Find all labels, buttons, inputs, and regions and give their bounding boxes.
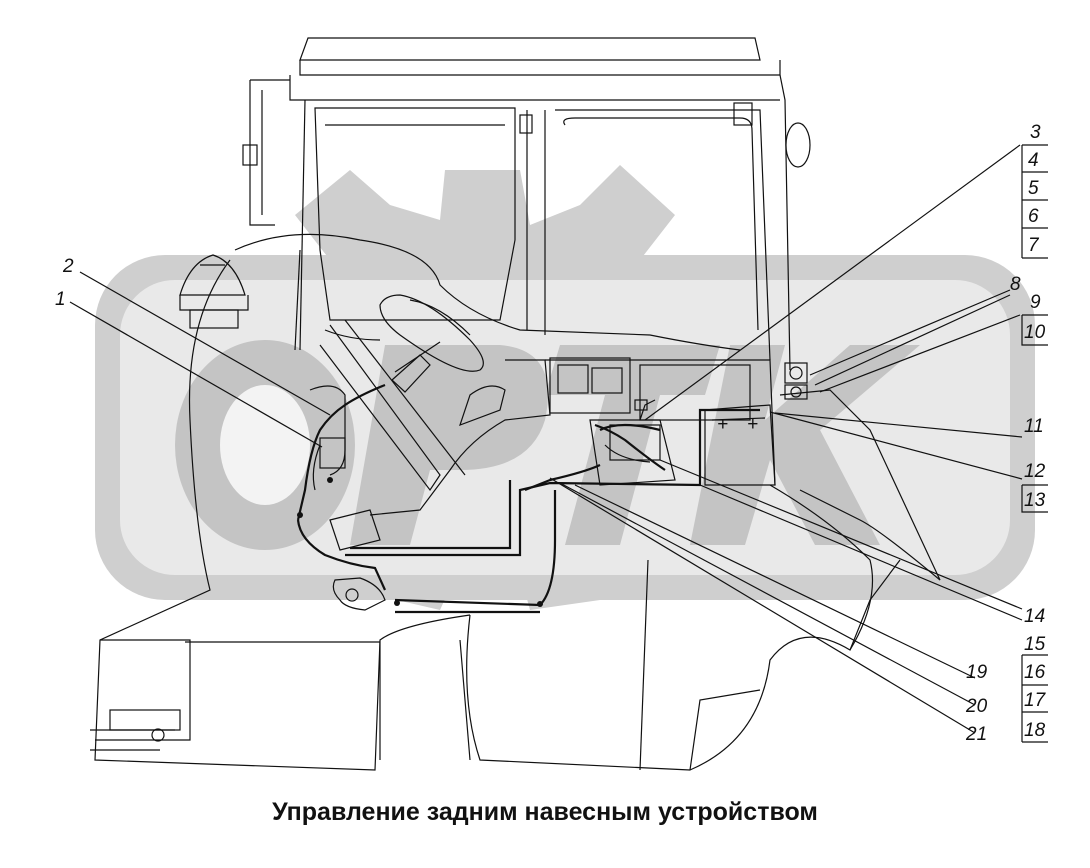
callout-11: 11 <box>1024 416 1044 437</box>
cab-outline <box>242 37 811 371</box>
watermark-slab-inner <box>120 280 1010 575</box>
watermark <box>95 165 1035 610</box>
callout-15: 15 <box>1024 634 1046 655</box>
callout-14: 14 <box>1024 606 1045 627</box>
callout-17: 17 <box>1024 690 1047 711</box>
callout-10: 10 <box>1024 322 1046 343</box>
steering-console <box>319 294 776 551</box>
diagram-caption: Управление задним навесным устройством <box>272 798 818 826</box>
callout-4: 4 <box>1028 150 1039 171</box>
callout-5: 5 <box>1028 178 1039 199</box>
callout-8: 8 <box>1010 274 1021 295</box>
callout-12: 12 <box>1024 461 1046 482</box>
callout-2: 2 <box>62 256 74 277</box>
svg-text:+: + <box>747 414 758 435</box>
beacon-lamp <box>179 254 249 329</box>
mirror <box>785 122 811 168</box>
callout-9: 9 <box>1030 292 1041 313</box>
callout-18: 18 <box>1024 720 1046 741</box>
fender-body <box>90 233 941 771</box>
control-block: + + <box>589 362 808 486</box>
callout-20: 20 <box>965 696 988 717</box>
socket-lower <box>790 386 802 398</box>
callout-13: 13 <box>1024 490 1046 511</box>
callouts: 1 2 3 4 5 6 7 8 9 10 11 12 13 14 15 16 1… <box>55 122 1047 745</box>
callout-19: 19 <box>966 662 988 683</box>
callout-3: 3 <box>1030 122 1041 143</box>
wiring-harness <box>296 383 760 614</box>
socket-upper <box>789 366 803 380</box>
callout-6: 6 <box>1028 206 1039 227</box>
dashboard-panel <box>549 357 631 414</box>
svg-text:+: + <box>717 414 728 435</box>
relay-unit <box>319 437 346 469</box>
callout-7: 7 <box>1028 235 1040 256</box>
callout-21: 21 <box>965 724 987 745</box>
callout-16: 16 <box>1024 662 1046 683</box>
leader-lines <box>69 144 1048 743</box>
callout-1: 1 <box>55 289 66 310</box>
